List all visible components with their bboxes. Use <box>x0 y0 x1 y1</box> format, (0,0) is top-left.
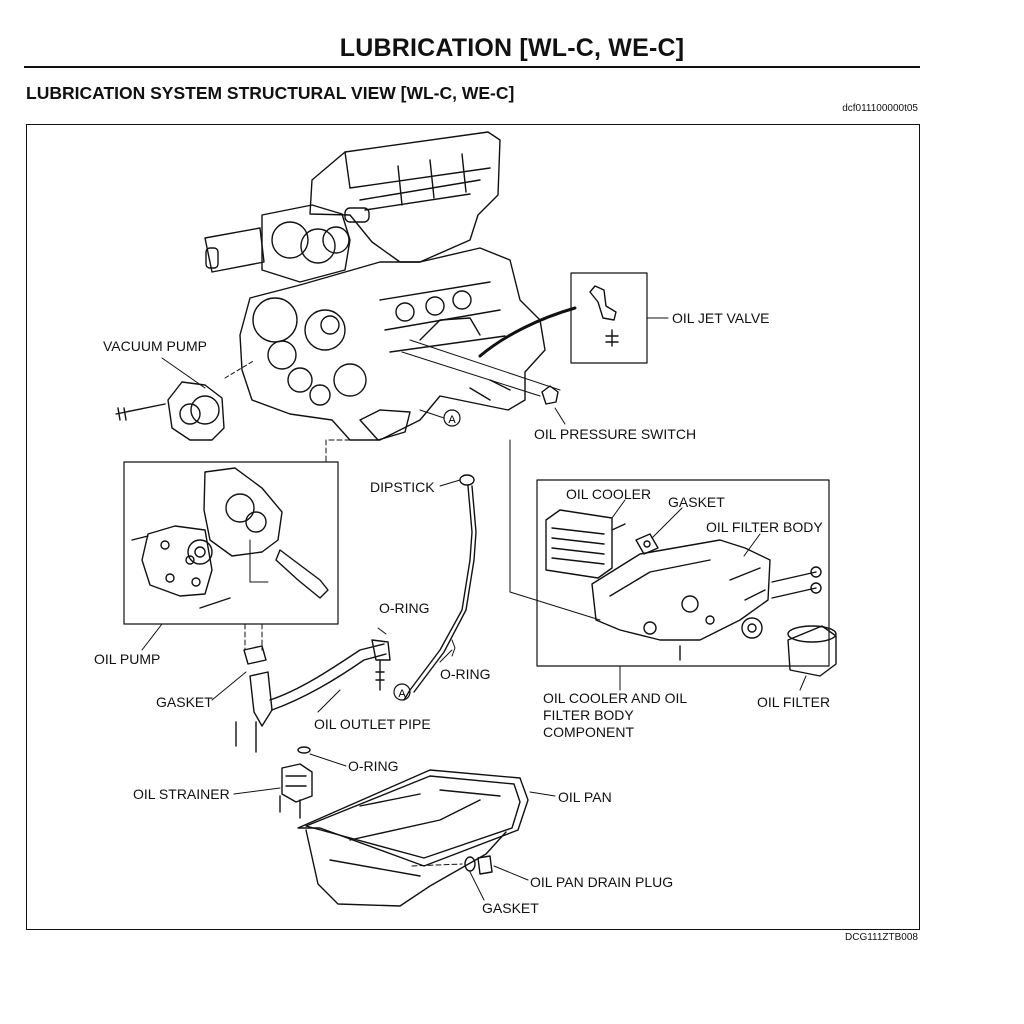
label-oil-cooler-component: OIL COOLER AND OIL FILTER BODY COMPONENT <box>543 690 687 740</box>
label-oil-pan: OIL PAN <box>558 789 612 805</box>
label-oil-jet-valve: OIL JET VALVE <box>672 310 770 326</box>
figure-id: DCG111ZTB008 <box>845 932 918 943</box>
label-oil-filter-body: OIL FILTER BODY <box>706 519 823 535</box>
label-oil-outlet-pipe: OIL OUTLET PIPE <box>314 716 431 732</box>
oil-cooler-component-box <box>536 479 830 667</box>
label-o-ring-top: O-RING <box>379 600 430 616</box>
oil-pump-box <box>123 461 339 625</box>
label-gasket-drain: GASKET <box>482 900 539 916</box>
diagram-frame <box>26 124 920 930</box>
callout-a-upper-text: A <box>448 414 456 426</box>
label-gasket-cooler: GASKET <box>668 494 725 510</box>
callout-a-lower <box>393 683 411 701</box>
oil-jet-valve <box>589 285 619 347</box>
vacuum-pump <box>115 381 225 441</box>
oil-filter-icon <box>787 625 837 677</box>
label-oil-cooler: OIL COOLER <box>566 486 652 502</box>
oil-outlet-pipe <box>235 639 391 753</box>
label-oil-strainer: OIL STRAINER <box>133 786 230 802</box>
callout-a-upper <box>443 409 461 427</box>
label-oil-pan-drain-plug: OIL PAN DRAIN PLUG <box>530 874 674 890</box>
document-id: dcf011100000t05 <box>842 103 918 114</box>
label-dipstick: DIPSTICK <box>370 479 435 495</box>
callout-a-lower-text: A <box>398 688 406 700</box>
label-o-ring-strainer: O-RING <box>348 758 399 774</box>
oil-filter-body <box>591 539 822 661</box>
oil-pan-drain-plug <box>464 855 493 875</box>
page-title: LUBRICATION [WL-C, WE-C] <box>339 34 685 62</box>
section-title: LUBRICATION SYSTEM STRUCTURAL VIEW [WL-C… <box>26 83 515 103</box>
oil-jet-valve-box <box>570 272 648 364</box>
label-gasket-pump: GASKET <box>156 694 213 710</box>
label-o-ring-right: O-RING <box>440 666 491 682</box>
oil-strainer <box>279 746 313 819</box>
gasket-cooler-shape <box>635 533 659 555</box>
label-vacuum-pump: VACUUM PUMP <box>103 338 207 354</box>
oil-cooler <box>545 509 626 579</box>
label-oil-pressure-switch: OIL PRESSURE SWITCH <box>534 426 697 442</box>
label-oil-pump: OIL PUMP <box>94 651 161 667</box>
title-rule <box>24 66 920 68</box>
label-oil-filter: OIL FILTER <box>757 694 831 710</box>
oil-pump <box>131 467 329 609</box>
oil-pan <box>297 769 529 907</box>
engine-block <box>204 131 546 441</box>
oil-pressure-switch <box>541 385 559 405</box>
